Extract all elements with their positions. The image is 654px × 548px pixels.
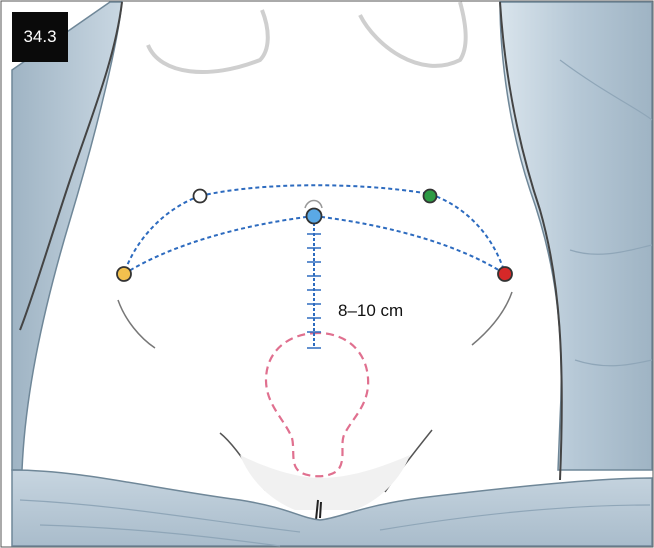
umbilical-camera-port <box>307 209 322 224</box>
left-lower-port <box>117 267 131 281</box>
right-lower-port <box>498 267 512 281</box>
measurement-label: 8–10 cm <box>338 301 403 321</box>
figure-number-badge: 34.3 <box>12 12 68 62</box>
right-upper-port <box>424 190 437 203</box>
left-upper-port <box>194 190 207 203</box>
